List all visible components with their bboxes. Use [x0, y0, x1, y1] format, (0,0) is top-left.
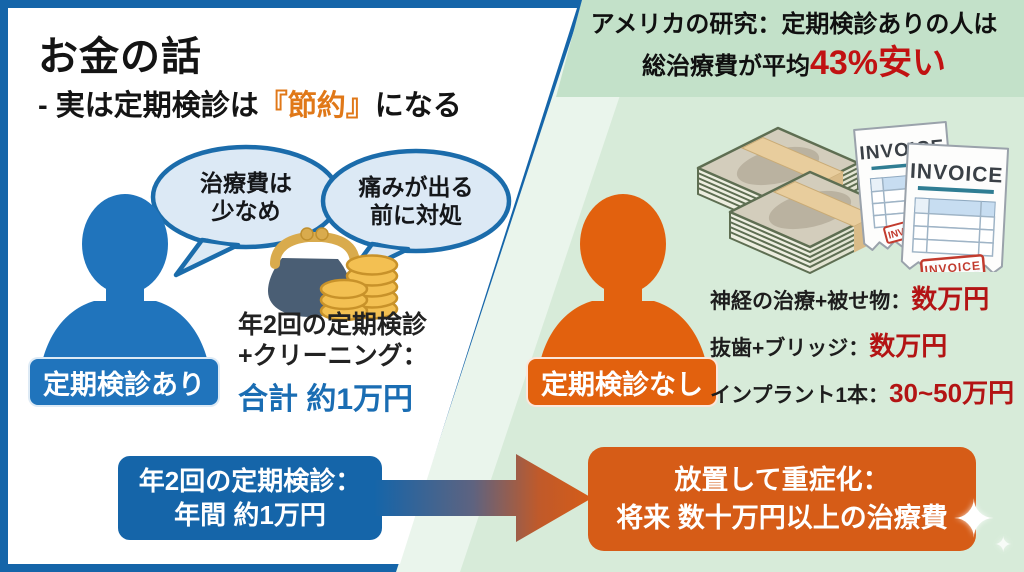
invoice-title-text: INVOICE: [909, 160, 1003, 188]
cost-list: 神経の治療+被せ物：数万円 抜歯+ブリッジ：数万円 インプラント1本：30~50…: [710, 284, 1024, 425]
cost-value: 30~50万円: [889, 378, 1015, 408]
sparkle-icon-small: ✦: [994, 532, 1013, 557]
coin-purse-icon: [262, 224, 400, 322]
research-line1: アメリカの研究：定期検診ありの人は: [590, 11, 998, 38]
checkup-cost-caption: 年2回の定期検診 +クリーニング：: [238, 311, 428, 370]
research-note-box: アメリカの研究：定期検診ありの人は 総治療費が平均43%安い: [556, 0, 1024, 97]
subtitle-highlight: 『節約』: [258, 90, 375, 122]
checkup-cost-total: 合計 約1万円: [238, 383, 414, 416]
badge-without-checkup: 定期検診なし: [526, 357, 718, 407]
badge-with-checkup: 定期検診あり: [28, 357, 220, 407]
page-subtitle: - 実は定期検診は『節約』になる: [38, 90, 462, 122]
cost-row: インプラント1本：30~50万円: [710, 378, 1024, 413]
cost-value: 数万円: [911, 284, 990, 314]
coins-icon: [319, 254, 399, 322]
research-highlight: 43%安い: [809, 44, 947, 82]
bubble-2-text: 痛みが出る 前に対処: [358, 174, 474, 228]
bubble-1-text: 治療費は 少なめ: [200, 170, 292, 224]
cost-row: 抜歯+ブリッジ：数万円: [710, 331, 1024, 366]
cost-label: インプラント1本：: [710, 384, 890, 407]
sparkle-icon: ✦: [952, 491, 996, 549]
bottom-left-box: 年2回の定期検診： 年間 約1万円: [118, 456, 382, 540]
bottom-right-box: 放置して重症化： 将来 数十万円以上の治療費: [588, 447, 976, 551]
cost-label: 抜歯+ブリッジ：: [710, 337, 870, 360]
page-title: お金の話: [38, 35, 202, 79]
invoice-icon: INVOICE INVOICE INVOICE: [843, 114, 1015, 281]
cost-row: 神経の治療+被せ物：数万円: [710, 284, 1024, 319]
speech-bubble-2: 痛みが出る 前に対処: [316, 146, 516, 282]
research-line2: 総治療費が平均43%安い: [641, 44, 947, 82]
cost-value: 数万円: [869, 331, 948, 361]
cost-label: 神経の治療+被せ物：: [710, 290, 912, 313]
